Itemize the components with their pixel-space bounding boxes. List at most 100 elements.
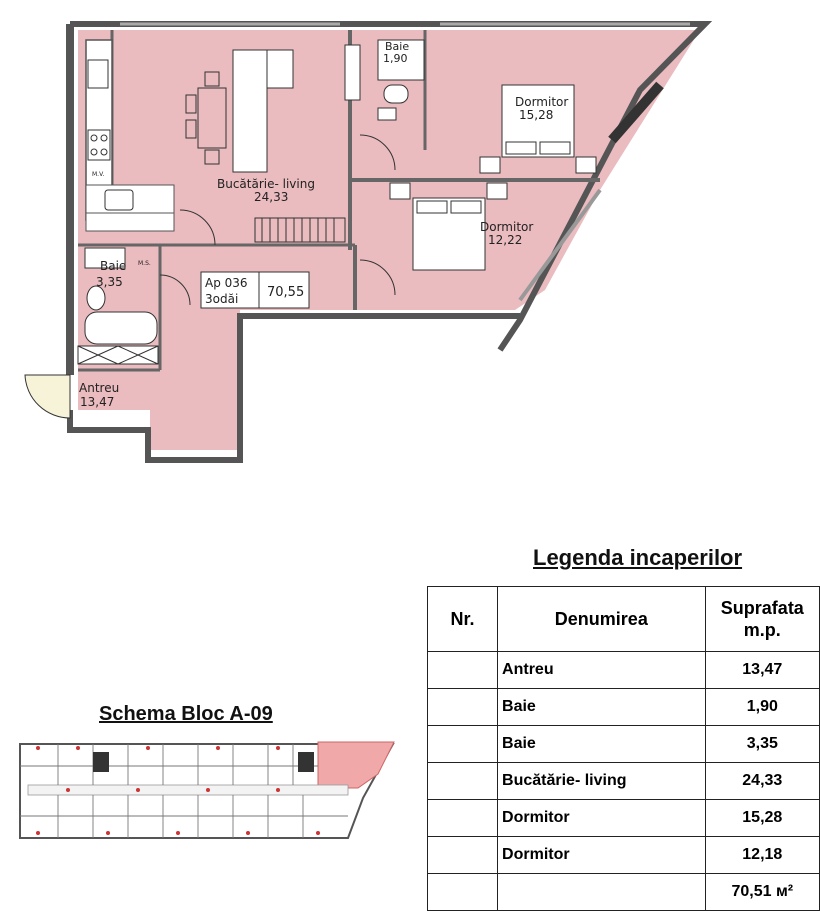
- header-name: Denumirea: [497, 586, 706, 652]
- entrance-door: [24, 374, 71, 419]
- chair: [204, 71, 220, 87]
- fridge: [87, 59, 109, 89]
- door-arc: [359, 134, 396, 171]
- room-area-baie-small: 1,90: [383, 52, 408, 65]
- row-area: 1,90: [704, 688, 820, 726]
- room-name-dormitor-top: Dormitor: [515, 95, 568, 109]
- row-area: 12,18: [704, 836, 820, 874]
- room-name-bucatarie: Bucătărie- living: [217, 177, 315, 191]
- floor-plan: M.V. M.S. Bucătărie- living: [24, 21, 713, 463]
- bathtub: [84, 311, 158, 345]
- row-area: 3,35: [704, 725, 820, 763]
- chair: [185, 94, 197, 114]
- stairwell: [298, 752, 314, 772]
- legend-header-row: Nr. Denumirea Suprafata m.p.: [426, 586, 820, 652]
- room-area-dormitor-mid: 12,22: [488, 233, 522, 247]
- chair: [185, 119, 197, 139]
- highlighted-apartment: [317, 741, 395, 789]
- room-name-baie-small: Baie: [385, 40, 409, 53]
- row-nr: [426, 762, 499, 800]
- row-name: Baie: [497, 725, 706, 763]
- corridor: [27, 784, 349, 796]
- window: [518, 188, 602, 302]
- toilet-left: [86, 285, 106, 311]
- stove-burner: [100, 148, 108, 156]
- table-row: Dormitor 15,28: [426, 799, 820, 837]
- table-row: Baie 1,90: [426, 688, 820, 726]
- table-row: Antreu 13,47: [426, 651, 820, 689]
- sink: [104, 189, 134, 211]
- apartment-info-box: [200, 271, 310, 309]
- door-arc: [359, 259, 396, 296]
- table-row: Baie 3,35: [426, 725, 820, 763]
- apartment-rooms: 3odăi: [205, 292, 238, 306]
- nightstand: [486, 182, 508, 200]
- apartment-number: Ap 036: [205, 276, 248, 290]
- legend-table: Nr. Denumirea Suprafata m.p. Antreu 13,4…: [426, 586, 820, 911]
- room-area-antreu: 13,47: [80, 395, 114, 409]
- pillow: [505, 141, 537, 155]
- chair: [204, 149, 220, 165]
- shower: [377, 39, 425, 81]
- stairwell: [93, 752, 109, 772]
- schema-title: Schema Bloc A-09: [99, 703, 273, 725]
- washbasin: [377, 107, 397, 121]
- table-row: Dormitor 12,18: [426, 836, 820, 874]
- room-name-baie-left: Baie: [100, 259, 126, 273]
- door-arc: [179, 209, 216, 246]
- room-area-dormitor-top: 15,28: [519, 108, 553, 122]
- stove: [87, 129, 111, 161]
- sofa-chaise: [232, 49, 268, 173]
- row-nr: [426, 651, 499, 689]
- apartment-area: 70,55: [267, 285, 304, 300]
- outer-wall-bottom-left: [67, 313, 520, 463]
- row-name: Bucătărie- living: [497, 762, 706, 800]
- room-area-bucatarie: 24,33: [254, 190, 288, 204]
- row-name: Dormitor: [497, 836, 706, 874]
- row-name: Antreu: [497, 651, 706, 689]
- row-nr: [426, 836, 499, 874]
- row-name: Dormitor: [497, 799, 706, 837]
- table-total-row: 70,51 м²: [426, 873, 820, 911]
- washing-machine: [84, 247, 126, 269]
- room-area-baie-left: 3,35: [96, 275, 123, 289]
- row-name: Baie: [497, 688, 706, 726]
- storage-cabinet: [77, 345, 159, 365]
- nightstand: [479, 156, 501, 174]
- nightstand: [575, 156, 597, 174]
- row-nr: [426, 725, 499, 763]
- stove-burner: [90, 134, 98, 142]
- row-area: 24,33: [704, 762, 820, 800]
- header-area: Suprafata m.p.: [704, 586, 820, 652]
- header-nr: Nr.: [426, 586, 499, 652]
- counter-block: [85, 212, 175, 232]
- stove-burner: [100, 134, 108, 142]
- pillow: [450, 200, 482, 214]
- stove-burner: [90, 148, 98, 156]
- mv-label: M.V.: [92, 171, 104, 178]
- dining-table: [197, 87, 227, 149]
- row-area: 15,28: [704, 799, 820, 837]
- total-area: 70,51 м²: [704, 873, 820, 911]
- duct: [344, 44, 361, 101]
- total-name: [497, 873, 706, 911]
- nightstand: [389, 182, 411, 200]
- legend-title: Legenda incaperilor: [533, 545, 743, 570]
- total-nr: [426, 873, 499, 911]
- pillow: [539, 141, 571, 155]
- building-schema: [19, 741, 395, 839]
- room-name-dormitor-mid: Dormitor: [480, 220, 533, 234]
- pillow: [416, 200, 448, 214]
- ms-label: M.S.: [138, 260, 151, 267]
- room-name-antreu: Antreu: [79, 381, 119, 395]
- header-area-line2: m.p.: [743, 620, 781, 640]
- window: [608, 81, 664, 144]
- table-row: Bucătărie- living 24,33: [426, 762, 820, 800]
- row-area: 13,47: [704, 651, 820, 689]
- header-area-line1: Suprafata: [720, 598, 804, 618]
- toilet: [383, 84, 409, 104]
- column-markers: [36, 746, 320, 835]
- row-nr: [426, 688, 499, 726]
- door-arc: [159, 274, 191, 306]
- row-nr: [426, 799, 499, 837]
